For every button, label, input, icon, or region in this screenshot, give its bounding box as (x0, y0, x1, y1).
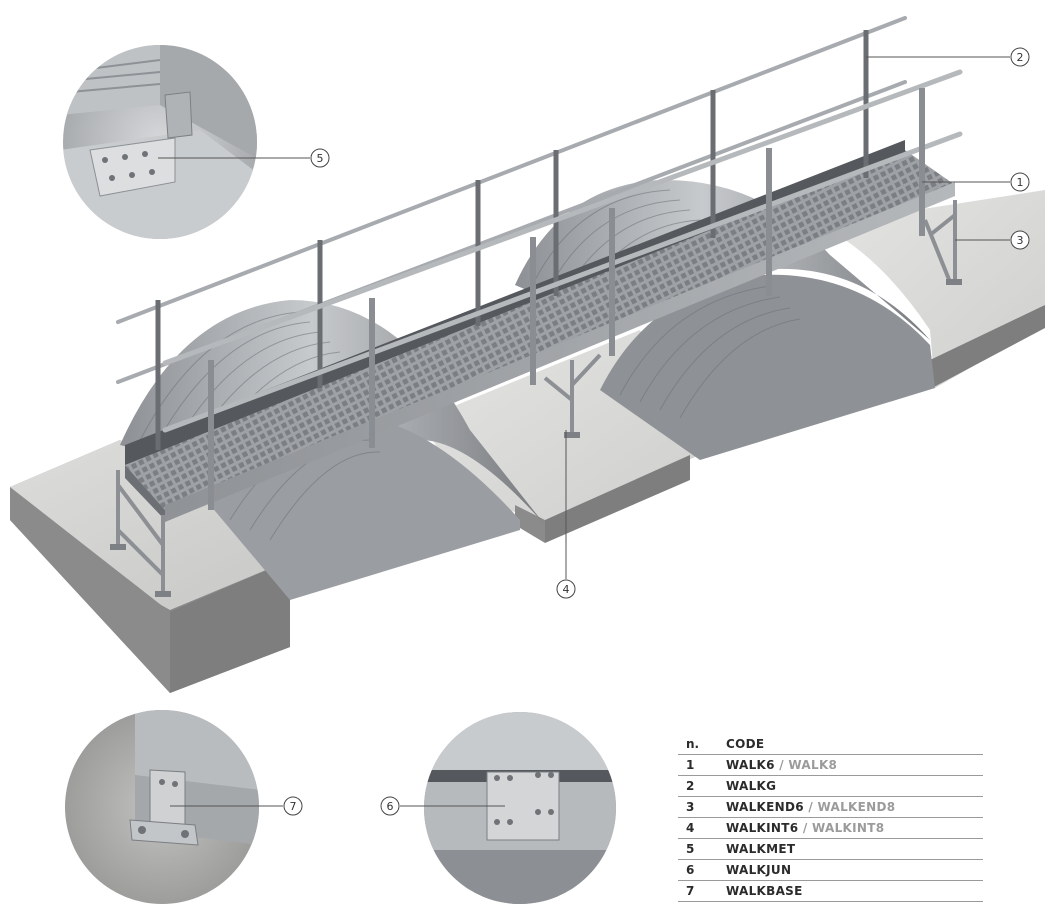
legend-row-alt-code: WALKINT8 (812, 821, 885, 835)
legend-row-code-cell: WALKG (726, 779, 983, 793)
callout-4: 4 (556, 579, 576, 599)
legend-header: n. CODE (678, 734, 983, 755)
legend-row-code: WALKG (726, 779, 777, 793)
legend-row: 3 WALKEND6 / WALKEND8 (678, 797, 983, 818)
callout-6-label: 6 (387, 800, 394, 813)
legend-row-code-cell: WALKINT6 / WALKINT8 (726, 821, 983, 835)
legend-row: 7 WALKBASE (678, 881, 983, 902)
support-end-right (923, 200, 962, 285)
detail-7-base (65, 710, 259, 904)
legend-row-code: WALKJUN (726, 863, 792, 877)
legend-row-code-cell: WALKBASE (726, 884, 983, 898)
parts-legend-table: n. CODE 1 WALK6 / WALK8 2 WALKG 3 WALKEND6 / … (678, 734, 983, 902)
legend-row-code-cell: WALKJUN (726, 863, 983, 877)
detail-6-junction (424, 712, 616, 904)
leader-lines (158, 56, 1010, 807)
legend-row: 4 WALKINT6 / WALKINT8 (678, 818, 983, 839)
callout-1: 1 (1010, 172, 1030, 192)
callout-5: 5 (310, 148, 330, 168)
legend-row-separator: / (774, 758, 789, 772)
callout-2-label: 2 (1017, 51, 1024, 64)
legend-row-alt-code: WALK8 (788, 758, 838, 772)
callout-2: 2 (1010, 47, 1030, 67)
callout-4-label: 4 (563, 583, 570, 596)
legend-header-code: CODE (726, 737, 765, 751)
legend-row-code-cell: WALKMET (726, 842, 983, 856)
legend-row-number: 2 (686, 779, 695, 793)
guardrail-front-posts (208, 88, 925, 510)
support-end-left (110, 470, 171, 597)
legend-row-number: 4 (686, 821, 695, 835)
callout-5-label: 5 (317, 152, 324, 165)
legend-row-number: 5 (686, 842, 695, 856)
legend-row-code: WALKMET (726, 842, 796, 856)
legend-row-code: WALKEND6 (726, 800, 804, 814)
detail-5-connection (63, 45, 257, 239)
legend-row-number: 6 (686, 863, 695, 877)
callout-7-label: 7 (290, 800, 297, 813)
legend-row-code: WALKINT6 (726, 821, 799, 835)
legend-header-n: n. (686, 737, 700, 751)
legend-row: 5 WALKMET (678, 839, 983, 860)
callout-1-label: 1 (1017, 176, 1024, 189)
legend-row-number: 7 (686, 884, 695, 898)
legend-row-number: 1 (686, 758, 695, 772)
legend-row-code: WALKBASE (726, 884, 803, 898)
callout-3: 3 (1010, 230, 1030, 250)
legend-row-separator: / (798, 821, 813, 835)
guardrail-front (162, 69, 963, 433)
callout-3-label: 3 (1017, 234, 1024, 247)
legend-row: 2 WALKG (678, 776, 983, 797)
callout-7: 7 (283, 796, 303, 816)
legend-row-code: WALK6 (726, 758, 775, 772)
legend-row: 1 WALK6 / WALK8 (678, 755, 983, 776)
legend-row: 6 WALKJUN (678, 860, 983, 881)
legend-row-separator: / (803, 800, 818, 814)
legend-row-alt-code: WALKEND8 (817, 800, 896, 814)
legend-row-code-cell: WALKEND6 / WALKEND8 (726, 800, 983, 814)
support-intermediate (543, 353, 602, 438)
legend-row-number: 3 (686, 800, 695, 814)
legend-row-code-cell: WALK6 / WALK8 (726, 758, 983, 772)
callout-6: 6 (380, 796, 400, 816)
